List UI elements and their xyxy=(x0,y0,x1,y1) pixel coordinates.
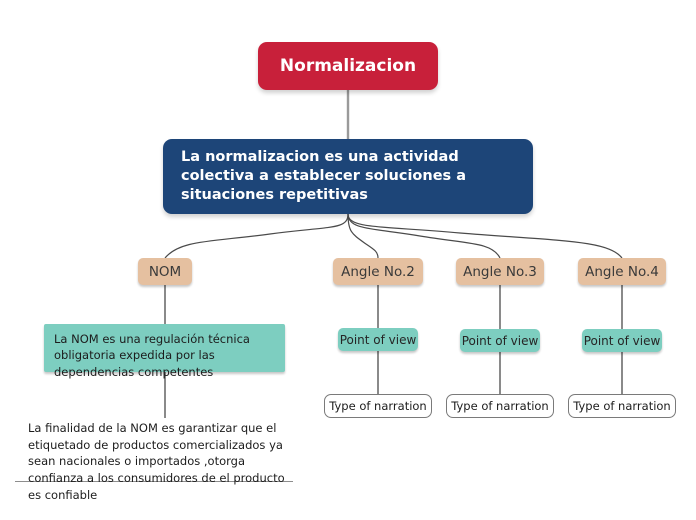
edge-main-to-nom xyxy=(164,213,349,259)
point-of-view-label: Point of view xyxy=(339,332,417,347)
nom-detail-node[interactable]: La NOM es una regulación técnica obligat… xyxy=(44,324,285,379)
point-of-view-label: Point of view xyxy=(461,333,539,348)
root-node-label: Normalizacion xyxy=(279,56,417,76)
point-of-view-node-4[interactable]: Point of view xyxy=(582,329,662,352)
point-of-view-node-3[interactable]: Point of view xyxy=(460,329,540,352)
point-of-view-node-2[interactable]: Point of view xyxy=(338,328,418,351)
edge-main-to-angle3 xyxy=(347,213,501,259)
type-of-narration-node-3[interactable]: Type of narration xyxy=(446,394,554,418)
main-node-label: La normalizacion es una actividad colect… xyxy=(181,149,467,203)
type-of-narration-node-4[interactable]: Type of narration xyxy=(568,394,676,418)
main-node-definicion[interactable]: La normalizacion es una actividad colect… xyxy=(163,139,533,214)
nom-leaf-label: La finalidad de la NOM es garantizar que… xyxy=(28,421,285,502)
category-node-angle-4[interactable]: Angle No.4 xyxy=(578,258,666,285)
type-of-narration-node-2[interactable]: Type of narration xyxy=(324,394,432,418)
category-node-label: Angle No.2 xyxy=(341,263,415,280)
edge-main-to-angle4 xyxy=(347,213,623,259)
category-node-label: Angle No.4 xyxy=(585,263,659,280)
category-node-label: NOM xyxy=(148,263,182,280)
category-node-angle-3[interactable]: Angle No.3 xyxy=(456,258,544,285)
type-of-narration-label: Type of narration xyxy=(451,399,549,413)
edge-main-to-angle2 xyxy=(347,213,379,259)
category-node-nom[interactable]: NOM xyxy=(138,258,192,285)
nom-leaf-node[interactable]: La finalidad de la NOM es garantizar que… xyxy=(15,418,293,502)
type-of-narration-label: Type of narration xyxy=(329,399,427,413)
category-node-label: Angle No.3 xyxy=(463,263,537,280)
type-of-narration-label: Type of narration xyxy=(573,399,671,413)
root-node-normalizacion[interactable]: Normalizacion xyxy=(258,42,438,90)
category-node-angle-2[interactable]: Angle No.2 xyxy=(333,258,423,285)
nom-detail-label: La NOM es una regulación técnica obligat… xyxy=(54,332,250,379)
point-of-view-label: Point of view xyxy=(583,333,661,348)
